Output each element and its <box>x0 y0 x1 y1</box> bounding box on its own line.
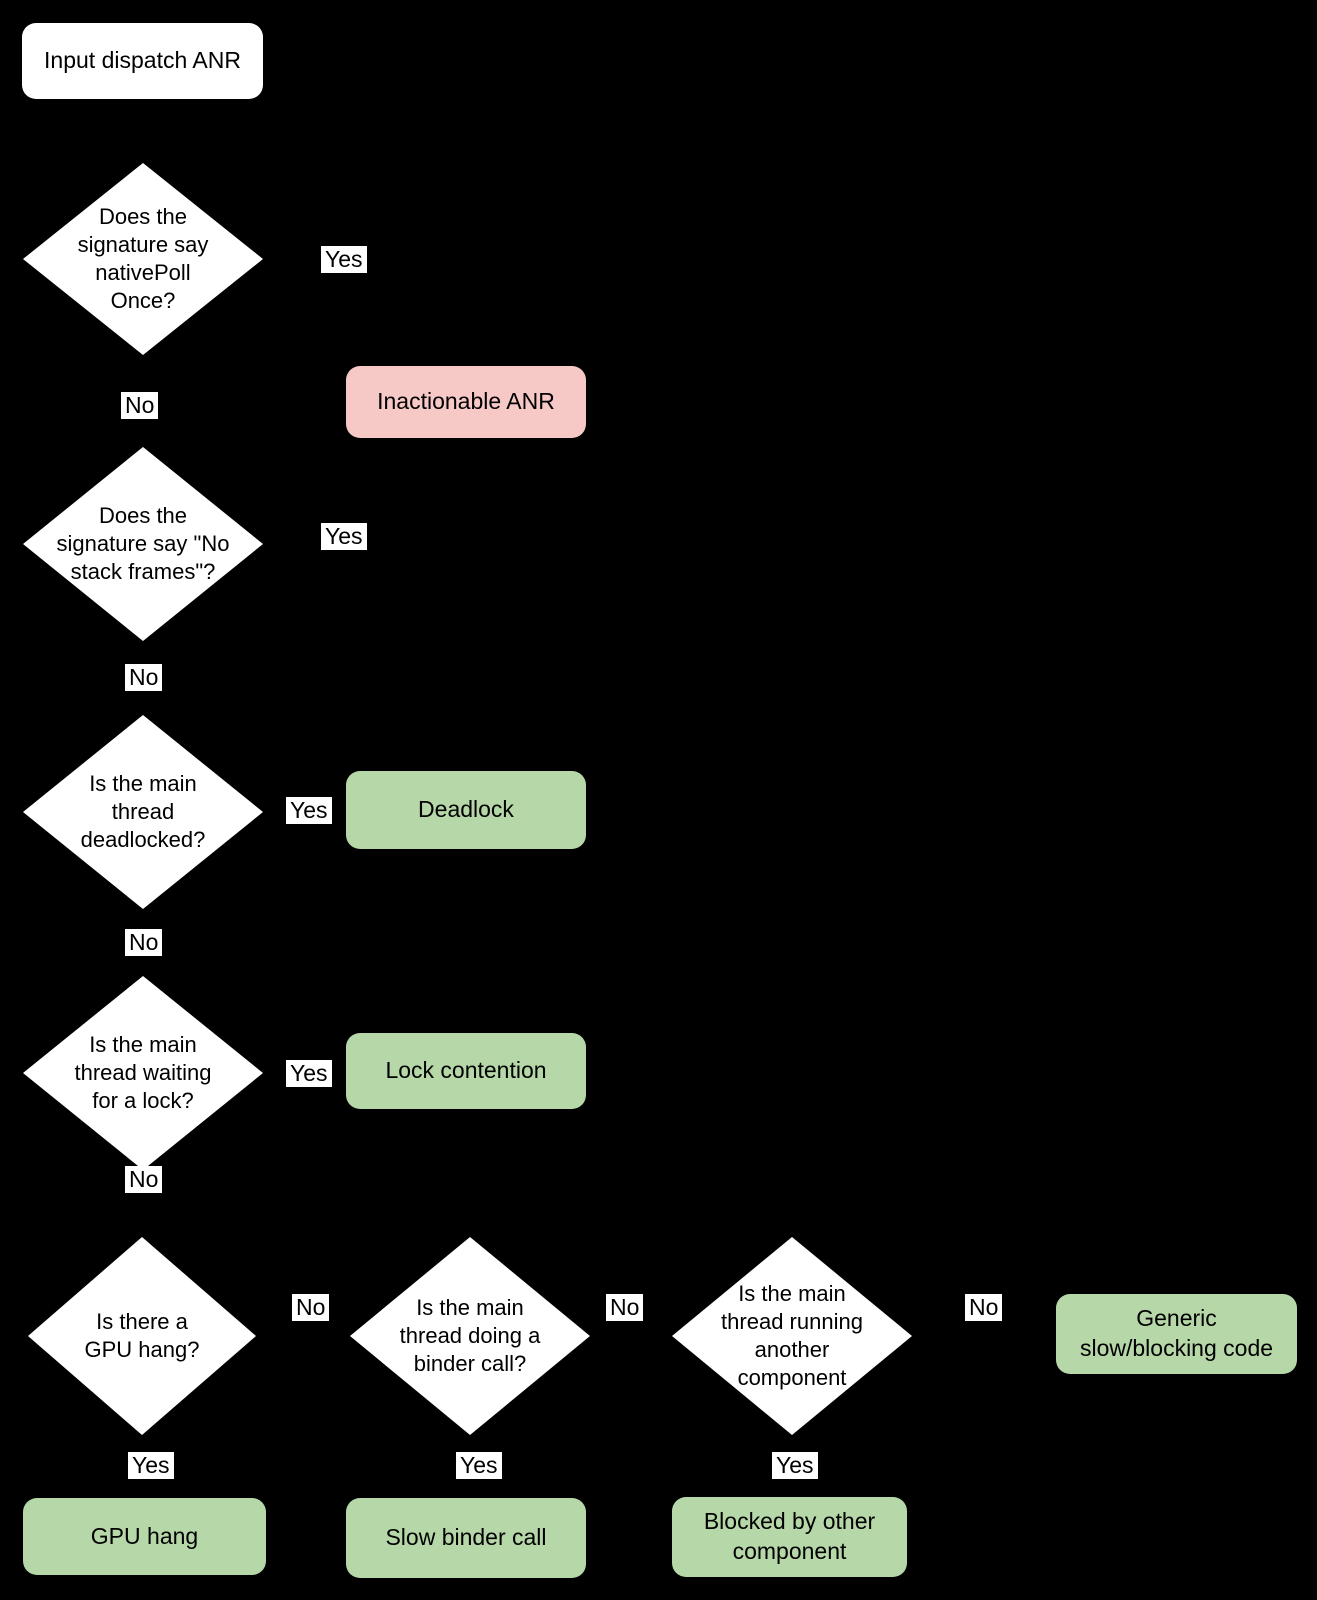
outcome-blocked-by-other-component: Blocked by other component <box>672 1497 907 1577</box>
outcome-gpu-hang: GPU hang <box>23 1498 266 1575</box>
outcome-deadlock: Deadlock <box>346 771 586 849</box>
decision-gpu-hang: Is there a GPU hang? <box>28 1237 256 1435</box>
edge-label-no-deadlocked: No <box>125 929 163 956</box>
edge-label-yes-other-component: Yes <box>772 1452 818 1479</box>
edge-label-yes-gpu-hang: Yes <box>128 1452 174 1479</box>
outcome-inactionable-anr: Inactionable ANR <box>346 366 586 438</box>
decision-no-stack-frames: Does the signature say "No stack frames"… <box>23 447 263 641</box>
decision-binder-call: Is the main thread doing a binder call? <box>350 1237 590 1435</box>
edge-label-yes-deadlocked: Yes <box>286 797 332 824</box>
decision-main-thread-waiting-lock: Is the main thread waiting for a lock? <box>23 976 263 1170</box>
edge-label-no-binder-call: No <box>606 1294 644 1321</box>
edge-label-yes-binder-call: Yes <box>456 1452 502 1479</box>
start-node-input-dispatch-anr: Input dispatch ANR <box>22 23 263 99</box>
outcome-generic-slow-blocking-code: Generic slow/blocking code <box>1056 1294 1297 1374</box>
edge-label-yes-waiting-lock: Yes <box>286 1060 332 1087</box>
edge-label-yes-no-stack-frames: Yes <box>321 523 367 550</box>
edge-label-no-gpu-hang: No <box>292 1294 330 1321</box>
edge-label-no-nativepoll: No <box>121 392 159 419</box>
edge-label-no-waiting-lock: No <box>125 1166 163 1193</box>
outcome-lock-contention: Lock contention <box>346 1033 586 1109</box>
edge-label-yes-nativepoll: Yes <box>321 246 367 273</box>
edge-label-no-other-component: No <box>965 1294 1003 1321</box>
decision-nativepoll-once: Does the signature say nativePoll Once? <box>23 163 263 355</box>
decision-main-thread-deadlocked: Is the main thread deadlocked? <box>23 715 263 909</box>
outcome-slow-binder-call: Slow binder call <box>346 1498 586 1578</box>
decision-other-component: Is the main thread running another compo… <box>672 1237 912 1435</box>
edge-label-no-no-stack-frames: No <box>125 664 163 691</box>
